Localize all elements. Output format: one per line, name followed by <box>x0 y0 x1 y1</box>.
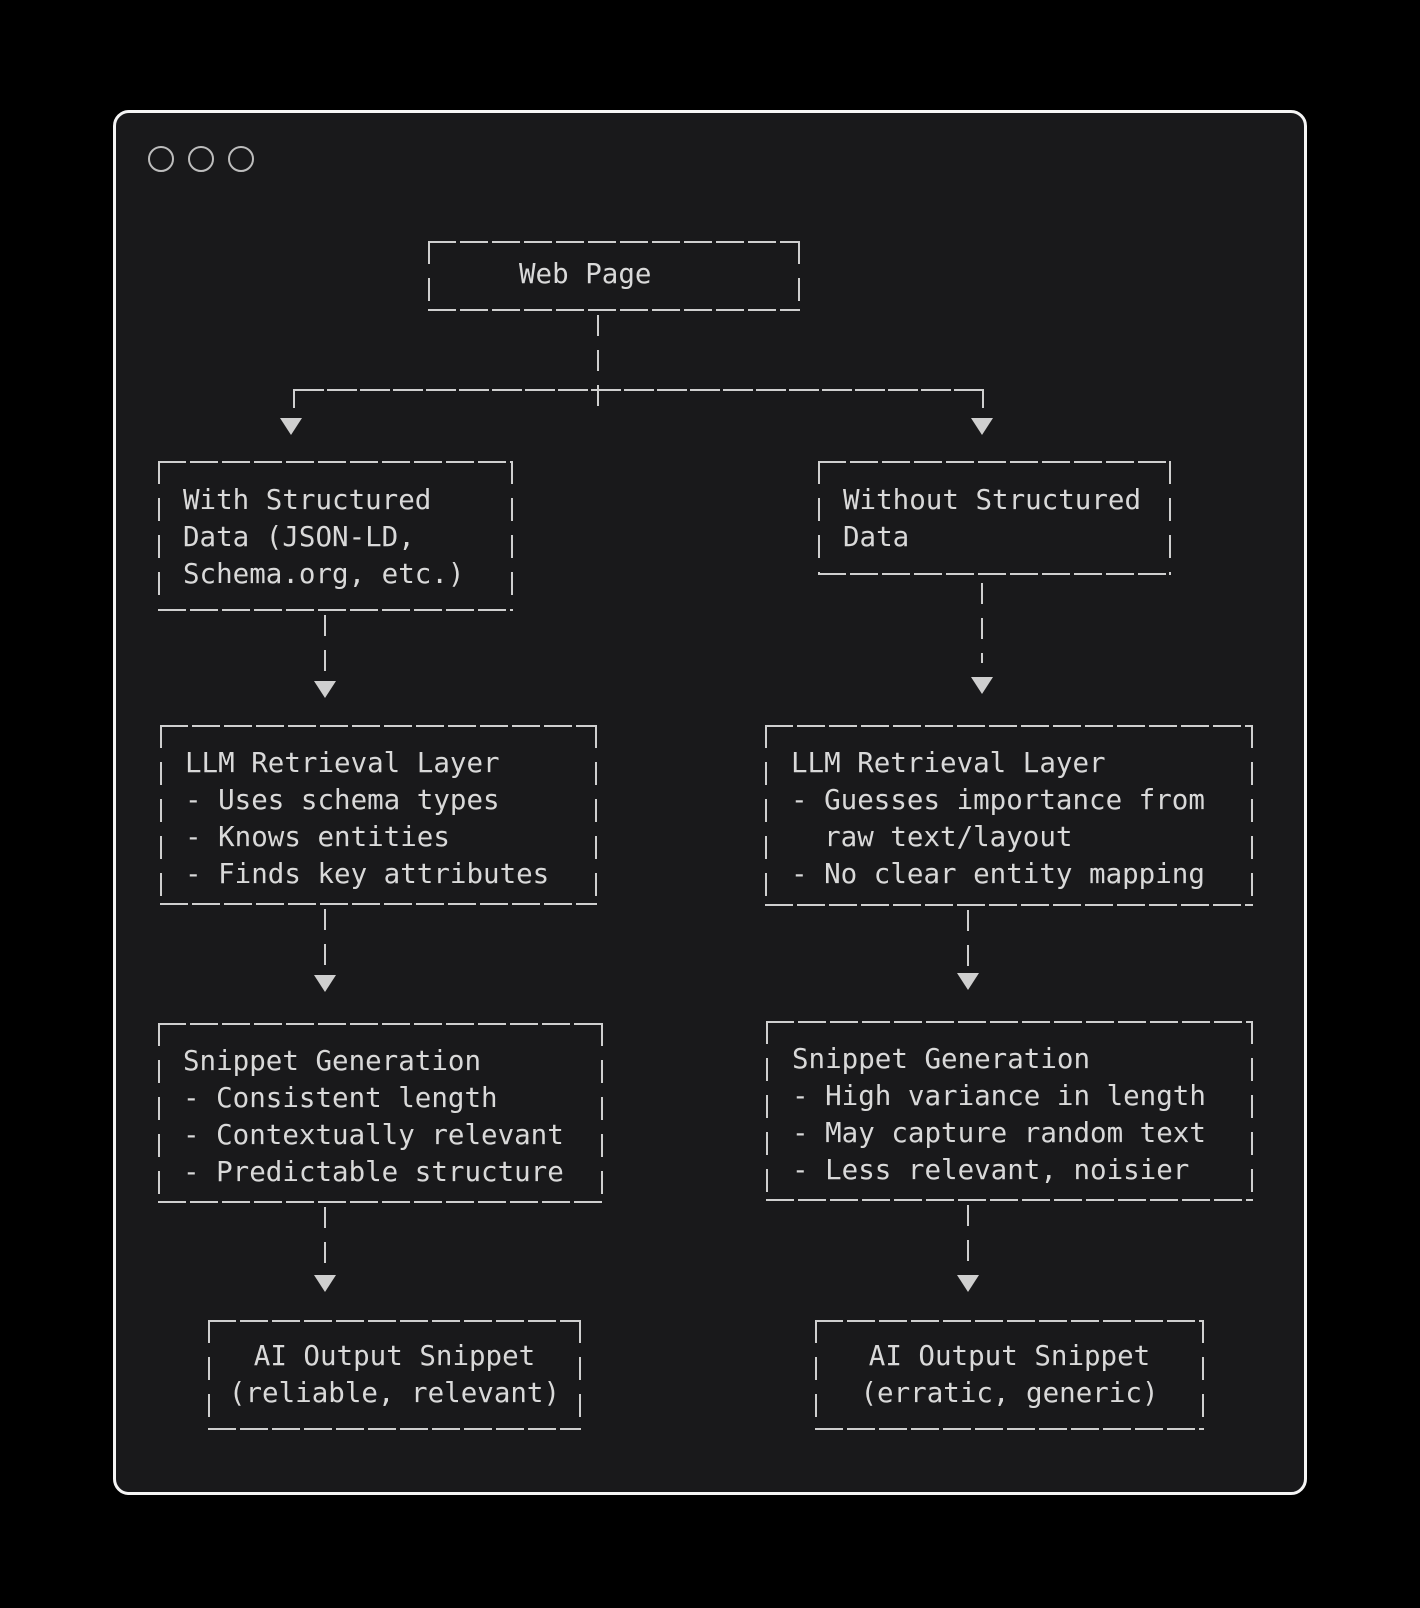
node-line: With Structured <box>183 484 432 516</box>
node-bullet: - May capture random text <box>792 1117 1206 1149</box>
connector-line <box>324 615 326 675</box>
window-minimize-button[interactable] <box>188 146 214 172</box>
node-bullet: - Less relevant, noisier <box>792 1154 1190 1186</box>
node-line: Schema.org, etc.) <box>183 558 465 590</box>
connector-root-line <box>597 315 599 407</box>
node-line: Data (JSON-LD, <box>183 521 415 553</box>
arrow-down-icon <box>314 1275 336 1292</box>
arrow-down-icon <box>314 681 336 698</box>
window-close-button[interactable] <box>148 146 174 172</box>
node-ai-output-reliable: AI Output Snippet (reliable, relevant) <box>208 1320 581 1430</box>
node-subtitle: (erratic, generic) <box>860 1377 1159 1409</box>
window-maximize-button[interactable] <box>228 146 254 172</box>
node-title: Snippet Generation <box>792 1043 1091 1075</box>
terminal-window: Web Page With Structured Data (JSON-LD, … <box>113 110 1307 1495</box>
node-bullet: - Uses schema types <box>185 784 500 816</box>
arrow-down-icon <box>971 418 993 435</box>
node-web-page: Web Page <box>428 241 800 311</box>
node-bullet: - Finds key attributes <box>185 858 550 890</box>
node-bullet: raw text/layout <box>791 821 1073 853</box>
connector-line <box>981 583 983 663</box>
node-title: AI Output Snippet <box>253 1340 536 1372</box>
node-snippet-generation-structured: Snippet Generation - Consistent length -… <box>158 1023 603 1203</box>
node-subtitle: (reliable, relevant) <box>228 1377 561 1409</box>
node-bullet: - Predictable structure <box>183 1156 564 1188</box>
node-line: Data <box>843 521 910 553</box>
node-title: LLM Retrieval Layer <box>791 747 1106 779</box>
node-bullet: - Contextually relevant <box>183 1119 564 1151</box>
node-bullet: - Knows entities <box>185 821 450 853</box>
node-bullet: - High variance in length <box>792 1080 1206 1112</box>
connector-line <box>324 909 326 967</box>
connector-branch-left-stub <box>293 389 295 408</box>
connector-line <box>967 910 969 966</box>
node-label: Web Page <box>519 258 652 290</box>
node-bullet: - Guesses importance from <box>791 784 1205 816</box>
node-llm-retrieval-structured: LLM Retrieval Layer - Uses schema types … <box>160 725 597 905</box>
arrow-down-icon <box>957 1275 979 1292</box>
connector-branch-line <box>294 389 984 391</box>
arrow-down-icon <box>957 973 979 990</box>
connector-line <box>967 1205 969 1263</box>
node-without-structured-data: Without Structured Data <box>818 461 1171 575</box>
arrow-down-icon <box>971 677 993 694</box>
node-bullet: - No clear entity mapping <box>791 858 1205 890</box>
node-with-structured-data: With Structured Data (JSON-LD, Schema.or… <box>158 461 513 611</box>
arrow-down-icon <box>280 418 302 435</box>
arrow-down-icon <box>314 975 336 992</box>
node-line: Without Structured <box>843 484 1142 516</box>
node-bullet: - Consistent length <box>183 1082 498 1114</box>
node-ai-output-erratic: AI Output Snippet (erratic, generic) <box>815 1320 1204 1430</box>
connector-branch-right-stub <box>982 389 984 408</box>
node-llm-retrieval-unstructured: LLM Retrieval Layer - Guesses importance… <box>765 725 1253 906</box>
connector-line <box>324 1207 326 1264</box>
node-snippet-generation-unstructured: Snippet Generation - High variance in le… <box>766 1021 1253 1201</box>
node-title: AI Output Snippet <box>868 1340 1151 1372</box>
node-title: Snippet Generation <box>183 1045 482 1077</box>
node-title: LLM Retrieval Layer <box>185 747 500 779</box>
